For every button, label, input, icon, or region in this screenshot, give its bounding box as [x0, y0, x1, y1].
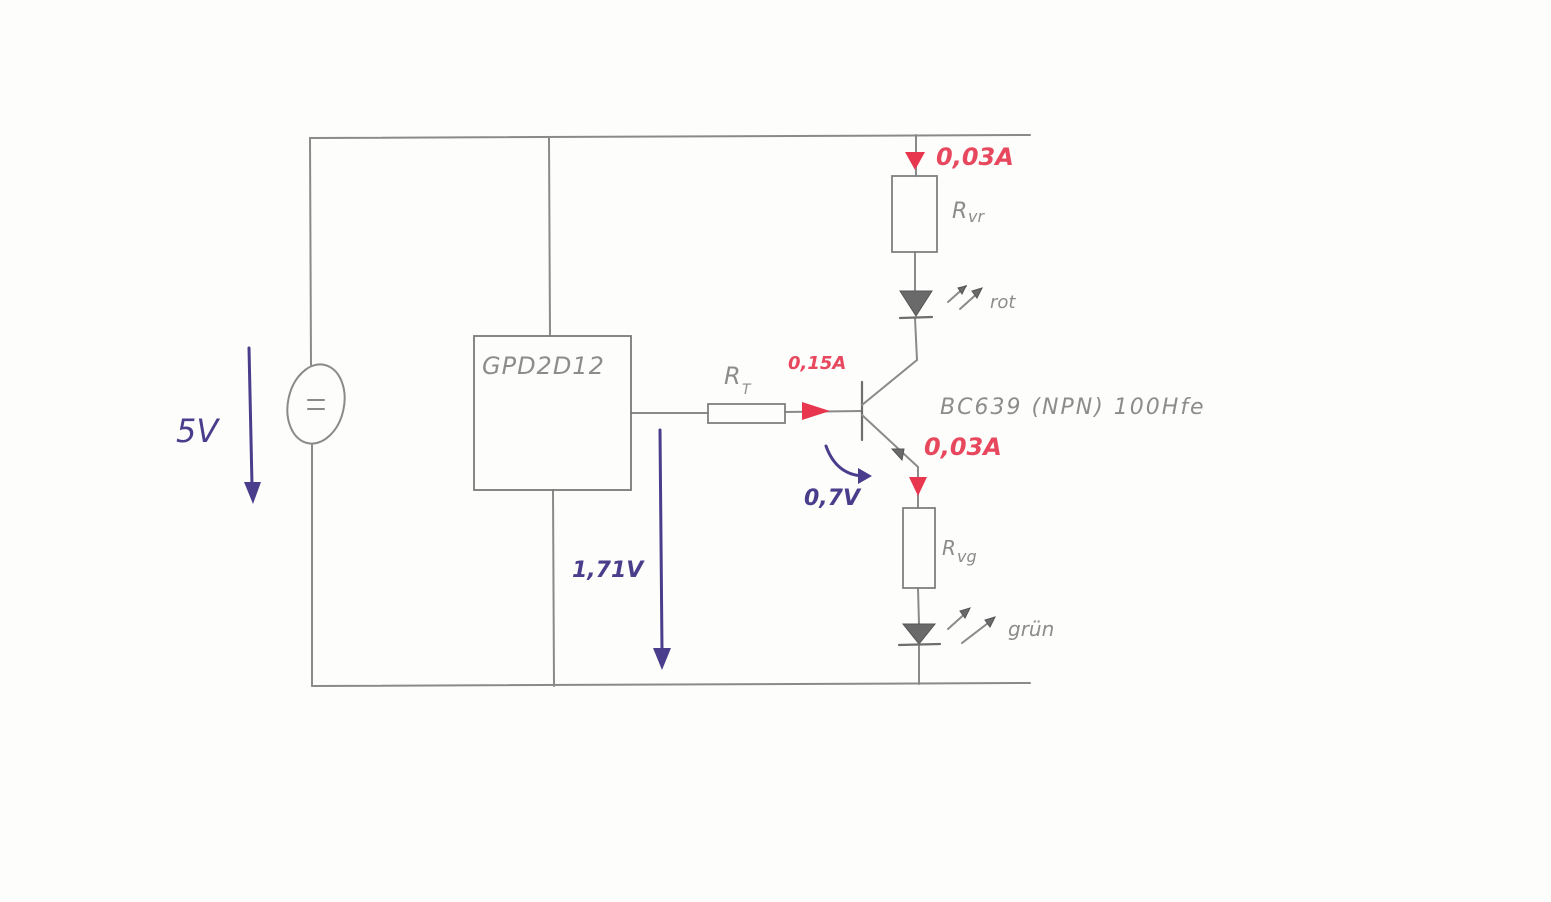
led-green-label: grün [1008, 617, 1054, 641]
led-red: rot [898, 285, 1016, 320]
emitter-current-label: 0,03A [924, 433, 1002, 461]
rvr-label-sub: vr [968, 207, 985, 226]
rvr-label-main: R [952, 199, 967, 224]
led-green: grün [897, 607, 1054, 647]
supply-voltage-label: 5V [176, 412, 220, 450]
transistor-collector [861, 359, 918, 406]
ic-label: GPD2D12 [482, 352, 605, 380]
led-red-label: rot [990, 292, 1016, 313]
led-green-triangle [901, 623, 937, 645]
ic-box [473, 335, 632, 491]
led-green-emission-arrows [947, 607, 996, 644]
current-annotations: 0,03A 0,15A 0,03A [788, 143, 1014, 496]
ic-output-voltage-label: 1,71V [572, 558, 645, 583]
npn-transistor: BC639 (NPN) 100Hfe [860, 359, 1206, 468]
resistor-rt: R T [707, 362, 786, 424]
led-collector-wire [914, 317, 918, 361]
transistor-emitter-arrow [890, 448, 905, 462]
bottom-rail [311, 682, 1031, 687]
led-red-emission-arrows [947, 285, 983, 310]
ic-output-voltage-arrow-line [658, 428, 664, 652]
led-red-bar [898, 315, 934, 320]
emitter-current-arrow [909, 477, 927, 496]
led-green-bar [897, 642, 942, 647]
source-circle [286, 363, 346, 445]
ic-output-voltage-arrowhead [653, 648, 671, 670]
wires [309, 134, 1031, 687]
base-emitter-voltage-arrowhead [858, 468, 872, 484]
rvg-label-sub: vg [957, 547, 977, 566]
collector-current-label: 0,03A [936, 143, 1014, 171]
voltage-source: = [286, 363, 346, 445]
transistor-label: BC639 (NPN) 100Hfe [940, 395, 1206, 420]
ic-block: GPD2D12 [473, 335, 632, 491]
collector-current-arrow [905, 152, 925, 170]
rvr-body [891, 175, 938, 253]
voltage-annotations: 5V 1,71V 0,7V [176, 346, 872, 670]
rt-label-sub: T [742, 382, 752, 398]
resistor-rvr: R vr [891, 175, 985, 253]
rvg-led-wire [917, 587, 920, 625]
rt-label-main: R [724, 362, 741, 390]
rt-body [707, 403, 786, 424]
base-emitter-voltage-arrow-line [824, 444, 864, 478]
base-current-arrow [802, 402, 830, 420]
transistor-emitter [861, 414, 919, 468]
rvg-body [902, 507, 936, 589]
supply-voltage-arrow-line [247, 346, 254, 487]
base-emitter-voltage-label: 0,7V [804, 486, 862, 511]
base-current-label: 0,15A [788, 353, 846, 374]
resistor-rvg: R vg [902, 507, 977, 589]
left-wire-top [309, 137, 312, 366]
led-red-triangle [899, 290, 933, 317]
top-rail [309, 134, 1031, 139]
ic-ground-wire [552, 489, 555, 687]
rvg-label-main: R [942, 536, 956, 560]
ic-supply-wire [548, 137, 551, 337]
supply-voltage-arrowhead [244, 482, 261, 504]
